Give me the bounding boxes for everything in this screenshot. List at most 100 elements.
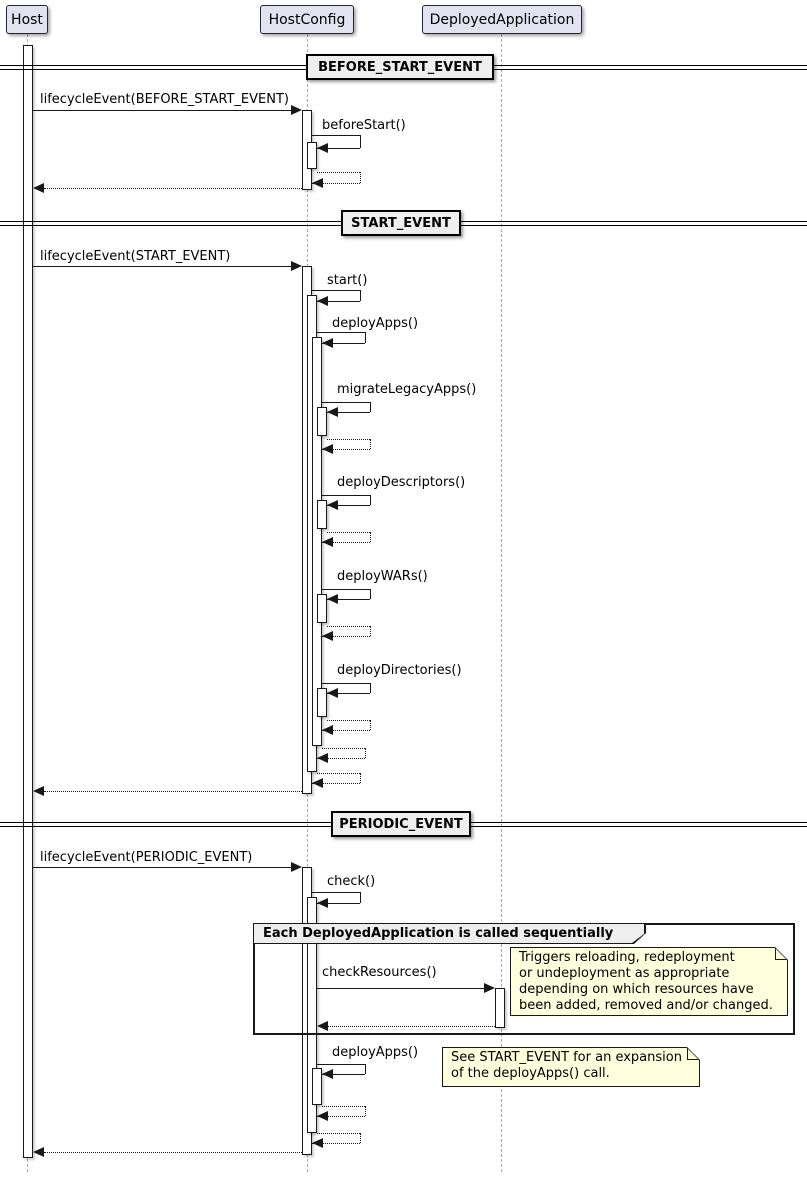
self-message-line — [317, 1064, 365, 1065]
arrowhead-icon — [317, 296, 328, 306]
self-message-line — [322, 1074, 365, 1075]
message-label-migrate-legacy-apps: migrateLegacyApps() — [337, 382, 477, 397]
return-line — [322, 449, 370, 450]
participant-deployedapplication: DeployedApplication — [422, 5, 582, 34]
message-line — [33, 266, 291, 267]
message-label-before-start: beforeStart() — [322, 118, 406, 133]
message-line — [33, 867, 291, 868]
return-line-to-host — [44, 791, 302, 792]
self-message-line — [365, 332, 366, 343]
arrowhead-icon — [291, 105, 302, 115]
self-message-line — [327, 599, 370, 600]
activation-before-start — [307, 142, 317, 169]
activation-migrate-legacy-apps — [317, 407, 327, 436]
note-text: Triggers reloading, redeployment or unde… — [511, 948, 787, 1015]
self-message-line — [370, 402, 371, 412]
message-line — [317, 988, 484, 989]
message-label-deploy-wars: deployWARs() — [337, 569, 428, 584]
participant-label: Host — [11, 11, 43, 28]
return-line — [312, 1143, 360, 1144]
return-line — [322, 542, 370, 543]
participant-label: DeployedApplication — [429, 11, 575, 28]
return-line — [327, 532, 370, 533]
divider-before-start-event: BEFORE_START_EVENT — [306, 54, 494, 80]
arrowhead-icon — [317, 898, 328, 908]
participant-label: HostConfig — [268, 11, 346, 28]
message-label-check-resources: checkResources() — [322, 965, 437, 980]
arrowhead-icon — [322, 338, 333, 348]
return-line — [370, 720, 371, 730]
arrowhead-icon — [291, 862, 302, 872]
self-message-line — [322, 683, 370, 684]
self-message-line — [365, 1064, 366, 1074]
arrowhead-icon — [33, 1147, 44, 1157]
return-line — [322, 730, 370, 731]
arrowhead-icon — [327, 688, 338, 698]
message-label-lifecycle-before-start: lifecycleEvent(BEFORE_START_EVENT) — [40, 92, 289, 107]
return-line-to-host — [44, 188, 302, 189]
return-line — [317, 773, 360, 774]
arrowhead-icon — [317, 1111, 328, 1121]
return-line — [317, 758, 365, 759]
activation-deploy-wars — [317, 594, 327, 623]
arrowhead-icon — [322, 444, 333, 454]
arrowhead-icon — [317, 143, 328, 153]
self-message-line — [360, 892, 361, 903]
arrowhead-icon — [327, 407, 338, 417]
group-header-tab-fill — [254, 924, 644, 943]
message-label-deploy-apps-periodic: deployApps() — [332, 1045, 419, 1060]
arrowhead-icon — [327, 500, 338, 510]
note-check-resources: Triggers reloading, redeployment or unde… — [510, 947, 788, 1016]
return-line — [360, 172, 361, 183]
activation-host — [23, 45, 33, 1158]
self-message-line — [327, 505, 370, 506]
divider-label: START_EVENT — [351, 215, 451, 231]
return-line — [317, 1116, 365, 1117]
group-header-label: Each DeployedApplication is called seque… — [263, 926, 614, 941]
return-line — [360, 773, 361, 783]
activation-deploy-descriptors — [317, 500, 327, 529]
self-message-line — [322, 495, 370, 496]
arrowhead-icon — [312, 778, 323, 788]
self-message-line — [322, 402, 370, 403]
return-line — [322, 1106, 365, 1107]
return-line — [365, 1106, 366, 1116]
self-message-line — [327, 693, 370, 694]
self-message-line — [370, 683, 371, 693]
return-line — [322, 748, 365, 749]
return-line — [317, 1133, 360, 1134]
message-line — [33, 110, 291, 111]
message-label-lifecycle-start: lifecycleEvent(START_EVENT) — [40, 249, 231, 264]
return-line — [327, 720, 370, 721]
self-message-line — [322, 343, 365, 344]
arrowhead-icon — [312, 178, 323, 188]
message-label-deploy-directories: deployDirectories() — [337, 663, 462, 678]
arrowhead-icon — [291, 261, 302, 271]
return-line — [360, 1133, 361, 1143]
self-message-line — [370, 495, 371, 505]
message-label-start: start() — [327, 273, 368, 288]
arrowhead-icon — [484, 983, 495, 993]
divider-label: BEFORE_START_EVENT — [318, 59, 482, 75]
divider-start-event: START_EVENT — [341, 210, 461, 236]
self-message-line — [322, 589, 370, 590]
self-message-line — [360, 290, 361, 301]
self-message-line — [312, 135, 360, 136]
note-deploy-apps: See START_EVENT for an expansion of the … — [442, 1047, 700, 1087]
arrowhead-icon — [317, 1021, 328, 1031]
self-message-line — [317, 903, 360, 904]
return-line — [370, 439, 371, 449]
lifeline-deployedapplication — [501, 34, 502, 1172]
note-text: See START_EVENT for an expansion of the … — [443, 1048, 699, 1086]
return-line — [370, 532, 371, 542]
return-line — [370, 626, 371, 636]
participant-host: Host — [6, 5, 48, 34]
self-message-line — [317, 301, 360, 302]
self-message-line — [317, 332, 365, 333]
arrowhead-icon — [322, 537, 333, 547]
return-line — [328, 1026, 495, 1027]
arrowhead-icon — [322, 631, 333, 641]
return-line — [327, 439, 370, 440]
activation-deploy-directories — [317, 688, 327, 717]
